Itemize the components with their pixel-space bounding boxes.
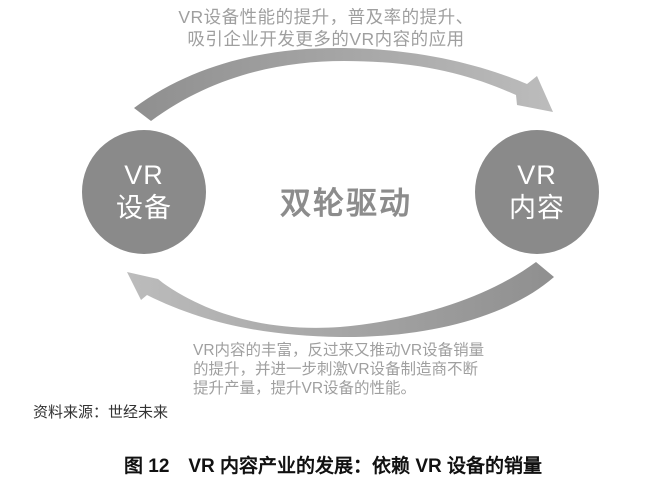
- top-annotation-line-2: 吸引企业开发更多的VR内容的应用: [187, 29, 465, 49]
- vr-content-circle-line-1: VR: [517, 160, 557, 190]
- vr-content-circle: VR 内容: [475, 130, 599, 254]
- top-curved-arrow-icon: [134, 47, 553, 122]
- top-annotation: VR设备性能的提升，普及率的提升、 吸引企业开发更多的VR内容的应用: [0, 6, 652, 50]
- vr-device-circle-line-1: VR: [124, 160, 164, 190]
- source-note: 资料来源：世经未来: [33, 404, 169, 421]
- bottom-annotation-line-1: VR内容的丰富，反过来又推动VR设备销量: [193, 342, 485, 359]
- figure-caption: 图 12 VR 内容产业的发展：依赖 VR 设备的销量: [123, 456, 543, 477]
- vr-content-circle-line-2: 内容: [509, 193, 565, 223]
- bottom-annotation-line-3: 提升产量，提升VR设备的性能。: [193, 380, 417, 397]
- vr-device-circle-line-2: 设备: [116, 193, 172, 223]
- bottom-annotation-line-2: 的提升，并进一步刺激VR设备制造商不断: [193, 361, 479, 378]
- vr-device-circle: VR 设备: [82, 130, 206, 254]
- center-label: 双轮驱动: [280, 186, 412, 221]
- bottom-annotation: VR内容的丰富，反过来又推动VR设备销量 的提升，并进一步刺激VR设备制造商不断…: [193, 341, 484, 398]
- bottom-curved-arrow-icon: [127, 262, 554, 338]
- top-annotation-line-1: VR设备性能的提升，普及率的提升、: [178, 7, 474, 27]
